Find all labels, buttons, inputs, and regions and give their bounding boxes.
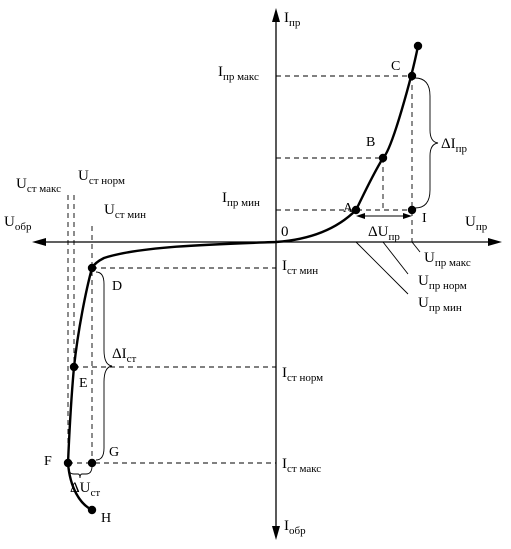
label-point-f: F — [44, 454, 52, 469]
forward-helpers — [355, 77, 439, 295]
point-i — [407, 205, 417, 215]
label-i-pr-min: Iпр мин — [222, 190, 260, 209]
point-c — [413, 41, 423, 51]
label-delta-u-st: ΔUст — [70, 480, 100, 499]
axis-label-i-forward: Iпр — [284, 10, 301, 29]
forward-guides — [276, 75, 413, 242]
delta-u-st-brace — [67, 465, 93, 479]
label-u-pr-norm: Uпр норм — [418, 273, 467, 292]
label-u-st-min: Uст мин — [104, 202, 146, 221]
leader-u-max — [411, 241, 421, 253]
vertical-axis-top-arrow — [272, 8, 280, 22]
label-u-pr-min: Uпр мин — [418, 295, 462, 314]
label-delta-u-pr: ΔUпр — [368, 224, 400, 243]
axis-label-i-reverse: Iобр — [284, 518, 306, 537]
label-point-a: A — [343, 201, 354, 216]
leader-u-norm — [382, 241, 409, 275]
label-delta-i-pr: ΔIпр — [441, 136, 468, 155]
stabilization-guides — [67, 195, 276, 464]
label-i-st-min: Iст мин — [282, 258, 318, 277]
point-f — [63, 458, 73, 468]
label-point-e: E — [79, 376, 88, 391]
label-u-st-norm: Uст норм — [78, 168, 125, 187]
vertical-axis-bottom-arrow — [272, 526, 280, 540]
label-u-pr-max: Uпр макс — [424, 250, 471, 269]
point-d — [87, 263, 97, 273]
horizontal-axis-right-arrow — [488, 238, 502, 246]
point-g — [87, 458, 97, 468]
label-u-st-max: Uст макс — [16, 176, 61, 195]
label-delta-i-st: ΔIст — [112, 346, 137, 365]
label-i-st-max: Iст макс — [282, 456, 321, 475]
point-c-on-curve — [407, 71, 417, 81]
point-h — [87, 505, 97, 515]
horizontal-axis-left-arrow — [32, 238, 46, 246]
label-i-pr-max: Iпр макс — [218, 64, 259, 83]
axis-label-u-forward: Uпр — [465, 214, 488, 233]
delta-u-forward-arrowhead-right — [403, 213, 412, 219]
label-point-c: C — [391, 59, 400, 74]
label-point-b: B — [366, 135, 375, 150]
curve-points — [63, 41, 423, 515]
delta-i-st-brace — [95, 271, 113, 461]
point-e — [69, 362, 79, 372]
label-point-d: D — [112, 279, 122, 294]
delta-u-forward-arrowhead-left — [356, 213, 365, 219]
delta-i-forward-brace — [414, 77, 439, 209]
origin-label: 0 — [281, 224, 289, 240]
axes — [32, 8, 502, 540]
axis-label-u-reverse: Uобр — [4, 214, 32, 233]
label-point-g: G — [109, 445, 119, 460]
stabilization-helpers — [67, 271, 113, 479]
iv-curve — [66, 44, 420, 512]
label-point-i: I — [422, 211, 427, 226]
point-b — [378, 153, 388, 163]
point-a — [351, 205, 361, 215]
leader-u-min — [355, 241, 409, 295]
label-point-h: H — [101, 511, 111, 526]
label-i-st-norm: Iст норм — [282, 365, 323, 384]
